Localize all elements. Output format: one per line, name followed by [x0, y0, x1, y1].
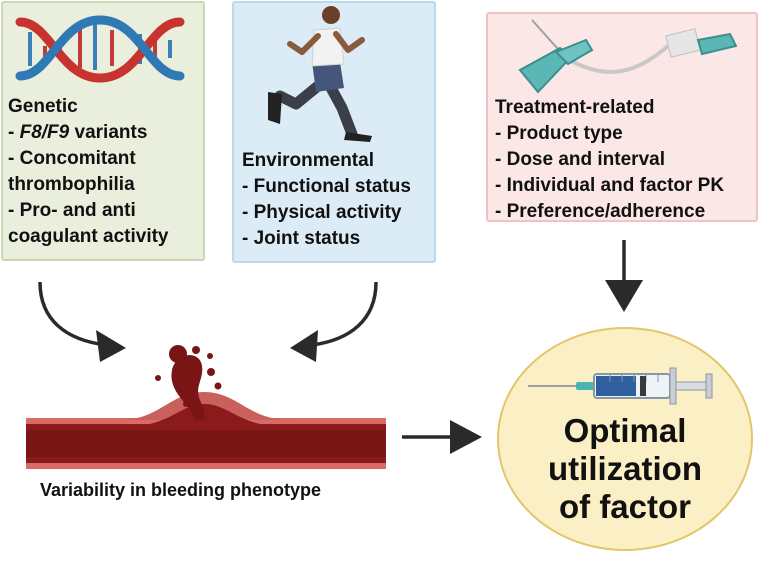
treatment-item-dose: - Dose and interval	[495, 149, 665, 170]
environmental-factors: Environmental - Functional status - Phys…	[242, 148, 411, 252]
syringe-icon	[528, 367, 713, 405]
genetic-item-concomitant: - Concomitant	[8, 148, 136, 169]
treatment-item-pk: - Individual and factor PK	[495, 175, 725, 196]
outcome-line-2: utilization	[548, 450, 702, 487]
environmental-item-physical: - Physical activity	[242, 202, 402, 223]
genetic-title: Genetic	[8, 96, 78, 117]
genetic-factors: Genetic - F8/F9 variants - Concomitant t…	[8, 94, 169, 250]
treatment-title: Treatment-related	[495, 97, 655, 118]
outcome-line-3: of factor	[559, 488, 691, 525]
environmental-title: Environmental	[242, 150, 374, 171]
curved-arrow-icon	[38, 281, 378, 362]
outcome-text: Optimal utilization of factor	[497, 412, 753, 526]
genetic-variants-rest: variants	[69, 122, 148, 143]
genetic-item-variants: - F8/F9 variants	[8, 122, 148, 143]
genetic-item-pro-anti: - Pro- and anti	[8, 200, 136, 221]
butterfly-needle-icon	[518, 19, 738, 94]
genetic-item-coagulant: coagulant activity	[8, 226, 169, 247]
blood-vessel-icon	[26, 345, 386, 469]
outcome-circle	[497, 327, 753, 551]
genetic-variants-italic: F8/F9	[19, 122, 70, 143]
treatment-item-preference: - Preference/adherence	[495, 201, 706, 222]
outcome-line-1: Optimal	[563, 412, 687, 449]
arrow-icon	[402, 240, 643, 454]
dna-icon	[15, 15, 185, 83]
phenotype-label: Variability in bleeding phenotype	[40, 480, 322, 500]
genetic-item-thrombophilia: thrombophilia	[8, 174, 135, 195]
environmental-item-joint: - Joint status	[242, 228, 361, 249]
runner-icon	[268, 6, 372, 142]
treatment-factors: Treatment-related - Product type - Dose …	[495, 95, 724, 225]
environmental-item-functional: - Functional status	[242, 176, 411, 197]
treatment-item-product: - Product type	[495, 123, 623, 144]
